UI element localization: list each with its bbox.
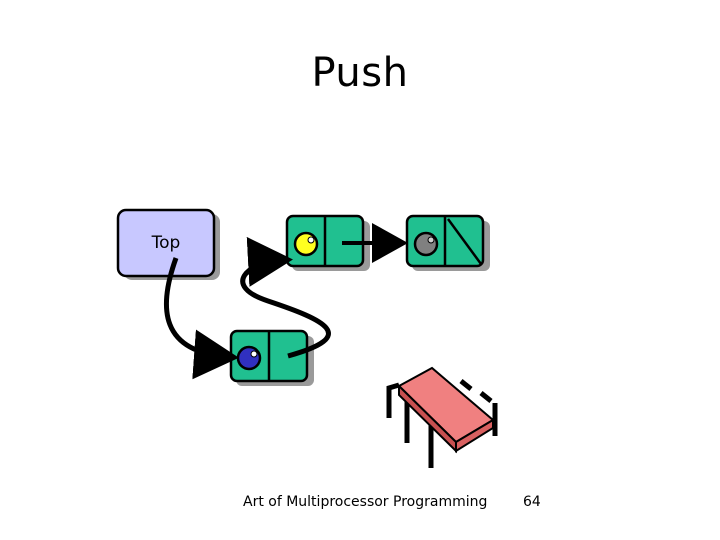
footer-course-title: Art of Multiprocessor Programming: [243, 494, 488, 510]
thread-chip-icon: [386, 366, 498, 468]
yellow-item-icon: [293, 231, 319, 257]
arrow-top-to-new-node: [163, 257, 239, 380]
arrow-new-node-to-old-top: [240, 236, 331, 359]
blue-item-icon: [236, 345, 262, 371]
null-pointer-slash: [446, 218, 483, 265]
top-pointer-box: Top: [116, 208, 220, 280]
page-number: 64: [523, 494, 541, 510]
gray-item-icon: [413, 231, 439, 257]
stack-node-gray: [405, 214, 490, 271]
stack-node-blue: [229, 329, 314, 386]
slide-title: Push: [311, 50, 409, 96]
top-label: Top: [151, 233, 181, 253]
